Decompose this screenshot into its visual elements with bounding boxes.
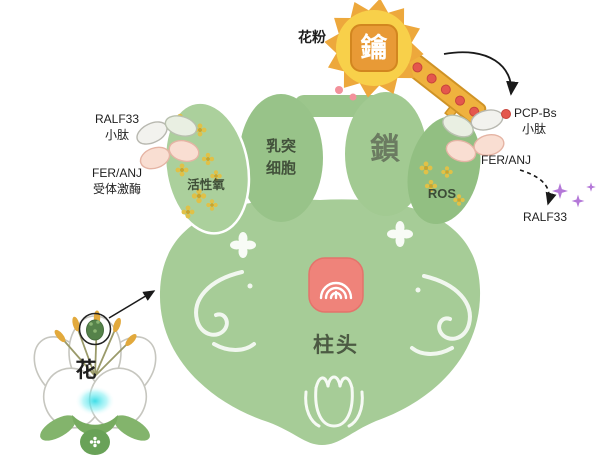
pcpbs-red-dot <box>501 109 511 119</box>
flower-illustration <box>33 310 157 455</box>
purple-diamond-icons <box>552 182 596 208</box>
label-line: 细胞 <box>265 159 296 177</box>
key-to-receptor-arrow <box>443 51 519 96</box>
key-red-dots <box>412 62 480 117</box>
fer-anj-left-label: FER/ANJ 受体激酶 <box>79 166 155 197</box>
flower-zoom-arrow <box>108 290 156 319</box>
fer-anj-right-label: FER/ANJ <box>480 153 531 167</box>
reactive-oxygen-label: 活性氧 <box>187 178 225 192</box>
lock-character: 鎖 <box>370 133 400 166</box>
pollen-label: 花粉 <box>298 29 326 45</box>
label-line: FER/ANJ <box>91 166 142 180</box>
stigma-main-body <box>159 199 481 445</box>
tulip-icon <box>304 375 364 428</box>
receptor-right <box>442 109 511 163</box>
ralf33-right-label: RALF33 <box>522 210 568 224</box>
pcpbs-label: PCP-Bs 小肽 <box>514 106 572 137</box>
stamens <box>59 317 132 377</box>
lock-char-lobe <box>345 92 427 216</box>
key-character: 鑰 <box>360 33 388 63</box>
flower-label: 花 <box>75 359 97 382</box>
stigma-label: 柱头 <box>313 334 359 357</box>
ros-label: ROS <box>427 186 457 201</box>
papilla-cell-label: 乳突 细胞 <box>250 136 312 180</box>
pistil <box>86 319 104 341</box>
label-line: 小肽 <box>522 121 547 136</box>
ralf33-left-label: RALF33 小肽 <box>84 112 150 143</box>
arrows <box>108 51 557 319</box>
ralf33-release-dashed-arrow <box>519 169 557 206</box>
label-line: 小肽 <box>104 127 129 142</box>
fingerprint-icon <box>308 257 364 313</box>
cyan-glow <box>75 386 115 416</box>
sepals <box>40 415 150 455</box>
zoom-circle <box>78 312 112 346</box>
pollen-sun-icon <box>324 0 424 101</box>
papilla-cell-lobe <box>239 94 323 222</box>
label-line: 受体激酶 <box>92 181 141 196</box>
swirl-ornament <box>194 270 472 356</box>
label-line: RALF33 <box>94 112 140 126</box>
receptor-left <box>136 115 200 170</box>
label-line: 乳突 <box>265 138 296 155</box>
label-line: PCP-Bs <box>514 106 557 120</box>
